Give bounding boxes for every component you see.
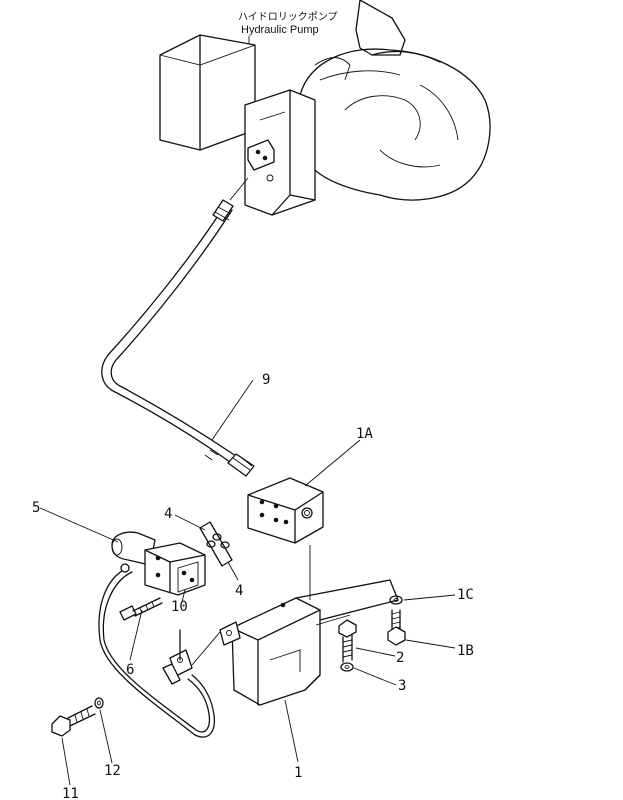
callout-11: 11 [62,786,79,800]
bolt-2 [338,619,357,663]
callout-10: 10 [171,599,188,615]
callout-4-lower: 4 [235,583,243,599]
solenoid-valve [111,531,206,596]
callout-1a: 1A [356,426,373,442]
bolt-11 [51,705,96,737]
hydraulic-pump [159,0,491,216]
callout-6: 6 [126,662,134,678]
callout-9: 9 [262,372,270,388]
hydraulic-hose [101,177,255,477]
washer-3 [340,662,354,672]
leader-lines [39,379,456,786]
pump-title-english: Hydraulic Pump [241,24,319,36]
washer-12 [94,697,104,709]
callout-3: 3 [398,678,406,694]
washer-1c [389,595,403,605]
callout-4-upper: 4 [164,506,172,522]
valve-block-1a [247,477,324,600]
pump-title-japanese: ハイドロリックポンプ [238,11,338,23]
callout-1c: 1C [457,587,474,603]
wiring-harness [98,563,221,738]
bolt-1b [387,609,406,646]
callout-1: 1 [294,765,302,781]
plug-4 [199,521,233,567]
bolt-6 [119,597,163,621]
callout-5: 5 [32,500,40,516]
callout-2: 2 [396,650,404,666]
callout-12: 12 [104,763,121,779]
mounting-bracket [219,579,399,706]
callout-1b: 1B [457,643,474,659]
